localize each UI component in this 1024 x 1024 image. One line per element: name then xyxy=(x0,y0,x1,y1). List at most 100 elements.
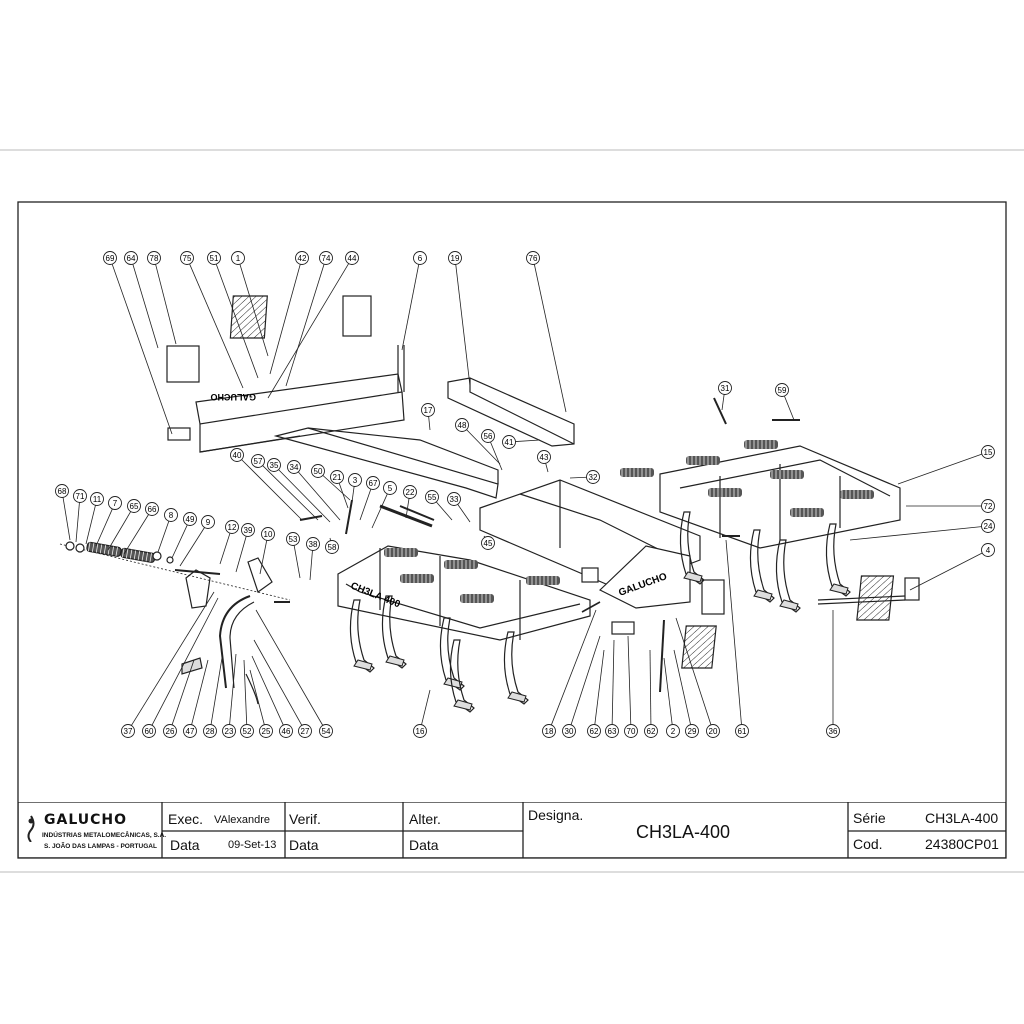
callout-40: 40 xyxy=(230,448,303,521)
tine-detail xyxy=(218,595,251,689)
callout-leader xyxy=(251,655,284,726)
callout-69: 69 xyxy=(103,251,173,435)
callout-60: 60 xyxy=(142,597,219,738)
callout-number: 44 xyxy=(348,254,357,263)
cod-value: 24380CP01 xyxy=(925,836,999,852)
callout-circle xyxy=(55,484,69,498)
callout-leader xyxy=(421,689,431,725)
callout-number: 4 xyxy=(986,546,991,555)
callout-number: 59 xyxy=(778,386,787,395)
callout-51: 51 xyxy=(207,251,259,379)
callout-number: 68 xyxy=(58,487,67,496)
callout-leader xyxy=(269,264,301,375)
callout-leader xyxy=(123,514,149,555)
callout-circle xyxy=(421,403,435,417)
exec-value: VAlexandre xyxy=(214,814,271,826)
callout-leader xyxy=(428,416,431,431)
callout-number: 23 xyxy=(225,727,234,736)
callout-19: 19 xyxy=(448,251,471,387)
callout-number: 50 xyxy=(314,467,323,476)
callout-number: 24 xyxy=(984,522,993,531)
callout-25: 25 xyxy=(249,669,273,738)
callout-9: 9 xyxy=(179,515,215,567)
callout-number: 10 xyxy=(264,530,273,539)
callout-circle xyxy=(706,724,720,738)
callout-leader xyxy=(649,649,652,725)
callout-24: 24 xyxy=(849,519,995,541)
callout-leader xyxy=(107,511,132,551)
data-value: 09-Set-13 xyxy=(228,839,277,851)
callout-33: 33 xyxy=(447,492,471,523)
callout-42: 42 xyxy=(269,251,309,375)
callout-leader xyxy=(285,264,325,387)
alter-label: Alter. xyxy=(409,811,441,827)
callout-leader xyxy=(675,617,712,725)
logo-emblem-icon xyxy=(27,815,35,843)
callout-leader xyxy=(663,657,673,725)
title-block: GALUCHO INDÚSTRIAS METALOMECÂNICAS, S.A.… xyxy=(18,802,1006,858)
callout-number: 37 xyxy=(124,727,133,736)
callout-59: 59 xyxy=(775,383,795,421)
callout-43: 43 xyxy=(537,450,551,473)
callout-number: 6 xyxy=(418,254,423,263)
callout-number: 56 xyxy=(484,432,493,441)
callout-circle xyxy=(624,724,638,738)
callout-circle xyxy=(481,536,495,550)
callout-circle xyxy=(586,470,600,484)
callout-48: 48 xyxy=(455,418,501,465)
callout-circle xyxy=(103,251,117,265)
callout-circle xyxy=(163,724,177,738)
callout-27: 27 xyxy=(253,639,312,738)
callout-leader xyxy=(359,488,372,521)
callout-75: 75 xyxy=(180,251,244,389)
callout-leader xyxy=(550,609,597,726)
callout-number: 48 xyxy=(458,421,467,430)
callout-number: 60 xyxy=(145,727,154,736)
callout-circle xyxy=(251,454,265,468)
callout-circle xyxy=(605,724,619,738)
callout-circle xyxy=(286,532,300,546)
assembly-drawing xyxy=(59,295,920,705)
callout-leader xyxy=(249,669,265,725)
callout-circle xyxy=(180,251,194,265)
callout-circle xyxy=(537,450,551,464)
board-text: GALUCHO xyxy=(211,392,257,402)
callout-number: 78 xyxy=(150,254,159,263)
callout-leader xyxy=(401,264,420,351)
callout-number: 41 xyxy=(505,438,514,447)
callout-number: 63 xyxy=(608,727,617,736)
title-block-grid xyxy=(18,802,1006,858)
callout-54: 54 xyxy=(255,609,333,738)
hatched-plate-2 xyxy=(856,575,895,621)
company-name: GALUCHO xyxy=(44,812,128,828)
callout-leader xyxy=(545,463,549,473)
callout-circle xyxy=(481,429,495,443)
cod-label: Cod. xyxy=(853,836,883,852)
callout-leader xyxy=(594,649,605,725)
callout-28: 28 xyxy=(203,657,223,738)
callout-number: 76 xyxy=(529,254,538,263)
callout-number: 54 xyxy=(322,727,331,736)
callout-leader xyxy=(262,465,319,521)
callout-64: 64 xyxy=(124,251,159,349)
callout-number: 18 xyxy=(545,727,554,736)
callout-number: 39 xyxy=(244,526,253,535)
callout-21: 21 xyxy=(330,470,349,509)
callout-number: 26 xyxy=(166,727,175,736)
callout-number: 67 xyxy=(369,479,378,488)
callout-leader xyxy=(259,540,268,575)
callout-leader xyxy=(533,264,567,413)
callout-leader xyxy=(95,508,113,547)
callout-leader xyxy=(267,263,349,399)
alter-data-label: Data xyxy=(409,837,439,853)
callout-32: 32 xyxy=(569,470,600,484)
callout-circle xyxy=(826,724,840,738)
callout-circle xyxy=(413,251,427,265)
callout-46: 46 xyxy=(251,655,293,738)
company-line-2: S. JOÃO DAS LAMPAS - PORTUGAL xyxy=(44,843,157,850)
callout-circle xyxy=(330,470,344,484)
callout-circle xyxy=(203,724,217,738)
callout-leader xyxy=(897,453,983,485)
callout-number: 72 xyxy=(984,502,993,511)
callout-number: 11 xyxy=(93,495,102,504)
